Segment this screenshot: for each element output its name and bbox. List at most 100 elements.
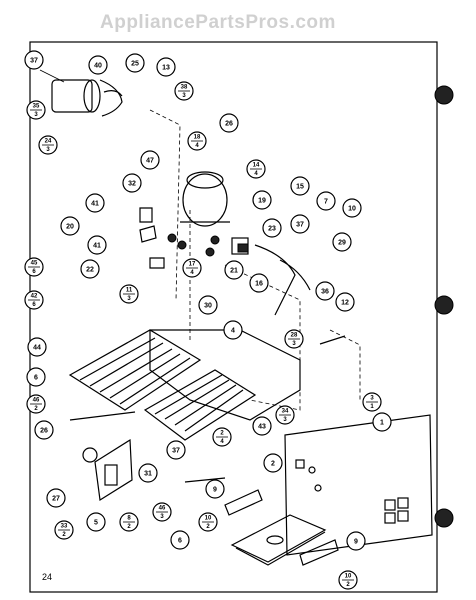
callout-quantity: 6: [32, 269, 36, 275]
dashed-guide-4: [329, 329, 361, 400]
callout-number: 33: [61, 524, 68, 530]
callout-circle: [252, 416, 272, 436]
callout-quantity: 2: [127, 524, 131, 530]
callout-circle: [156, 57, 176, 77]
callout-number: 37: [172, 447, 180, 454]
callout-7: 7: [316, 191, 336, 211]
callout-circle: [263, 453, 283, 473]
fan-blade-bracket: [82, 438, 133, 502]
callout-43: 43: [252, 416, 272, 436]
callout-number: 12: [341, 299, 349, 306]
callout-number: 24: [45, 139, 52, 145]
callout-number: 2: [220, 431, 224, 437]
callout-circle: [46, 488, 66, 508]
callout-number: 46: [33, 398, 40, 404]
drain-pan: [230, 514, 327, 566]
callout-number: 10: [348, 205, 356, 212]
callout-circle: [315, 281, 335, 301]
callout-quantity: 2: [34, 406, 38, 412]
callout-circle: [252, 190, 272, 210]
callout-number: 25: [131, 60, 139, 67]
callout-circle: [223, 320, 243, 340]
callout-41: 41: [85, 193, 105, 213]
grommets: [167, 233, 220, 257]
callout-circle: [219, 113, 239, 133]
callout-number: 18: [194, 135, 201, 141]
callout-number: 41: [93, 242, 101, 249]
callout-8-2: 82: [119, 512, 139, 532]
callout-21: 21: [224, 260, 244, 280]
callout-18-4: 184: [187, 131, 207, 151]
binder-hole-top: [434, 85, 454, 105]
callout-number: 30: [204, 302, 212, 309]
callout-number: 3: [370, 396, 374, 402]
condenser-coil: [68, 329, 202, 411]
base-plate: [149, 329, 301, 421]
callout-9: 9: [346, 531, 366, 551]
callout-quantity: 3: [283, 417, 287, 423]
callout-number: 44: [33, 344, 41, 351]
callout-36: 36: [315, 281, 335, 301]
bracket-20: [139, 225, 157, 243]
callout-34-3: 343: [275, 405, 295, 425]
callout-quantity: 3: [182, 93, 186, 99]
callout-number: 28: [291, 333, 298, 339]
callout-number: 26: [40, 427, 48, 434]
callout-circle: [166, 440, 186, 460]
callout-47: 47: [140, 150, 160, 170]
callout-number: 43: [258, 423, 266, 430]
callout-number: 6: [178, 537, 182, 544]
callout-25: 25: [125, 53, 145, 73]
callout-20: 20: [60, 216, 80, 236]
dashed-guide-1: [149, 109, 181, 301]
callout-circle: [80, 259, 100, 279]
callout-quantity: 2: [62, 532, 66, 538]
callout-3-1: 31: [362, 392, 382, 412]
callout-circle: [249, 273, 269, 293]
bracket-41: [139, 207, 153, 223]
callout-circle: [342, 198, 362, 218]
callout-29: 29: [332, 232, 352, 252]
callout-number: 7: [324, 198, 328, 205]
callout-number: 11: [126, 288, 133, 294]
callout-42-6: 426: [24, 290, 44, 310]
callout-33-2: 332: [54, 520, 74, 540]
callout-quantity: 4: [254, 171, 258, 177]
callout-6: 6: [26, 367, 46, 387]
callout-12: 12: [335, 292, 355, 312]
callout-circle: [224, 260, 244, 280]
callout-number: 13: [162, 64, 170, 71]
callout-circle: [138, 463, 158, 483]
callout-number: 15: [296, 183, 304, 190]
callout-number: 47: [146, 157, 154, 164]
callout-17-4: 174: [182, 258, 202, 278]
callout-circle: [125, 53, 145, 73]
callout-37: 37: [290, 214, 310, 234]
callout-circle: [85, 193, 105, 213]
callout-number: 26: [225, 120, 233, 127]
callout-circle: [60, 216, 80, 236]
callout-quantity: 4: [195, 143, 199, 149]
callout-number: 19: [258, 197, 266, 204]
callout-5: 5: [86, 512, 106, 532]
callout-circle: [27, 337, 47, 357]
callout-circle: [335, 292, 355, 312]
callout-9: 9: [205, 479, 225, 499]
callout-46-2: 462: [26, 394, 46, 414]
callout-37: 37: [166, 440, 186, 460]
callout-1: 1: [372, 412, 392, 432]
callout-41: 41: [87, 235, 107, 255]
callout-45-6: 456: [24, 257, 44, 277]
callout-27: 27: [46, 488, 66, 508]
callout-4: 4: [223, 320, 243, 340]
callout-circle: [26, 367, 46, 387]
callout-quantity: 2: [206, 524, 210, 530]
callout-circle: [140, 150, 160, 170]
binder-hole-bottom: [434, 508, 454, 528]
callout-23: 23: [262, 218, 282, 238]
callout-circle: [346, 531, 366, 551]
callout-number: 10: [205, 516, 212, 522]
callout-31: 31: [138, 463, 158, 483]
callout-19: 19: [252, 190, 272, 210]
